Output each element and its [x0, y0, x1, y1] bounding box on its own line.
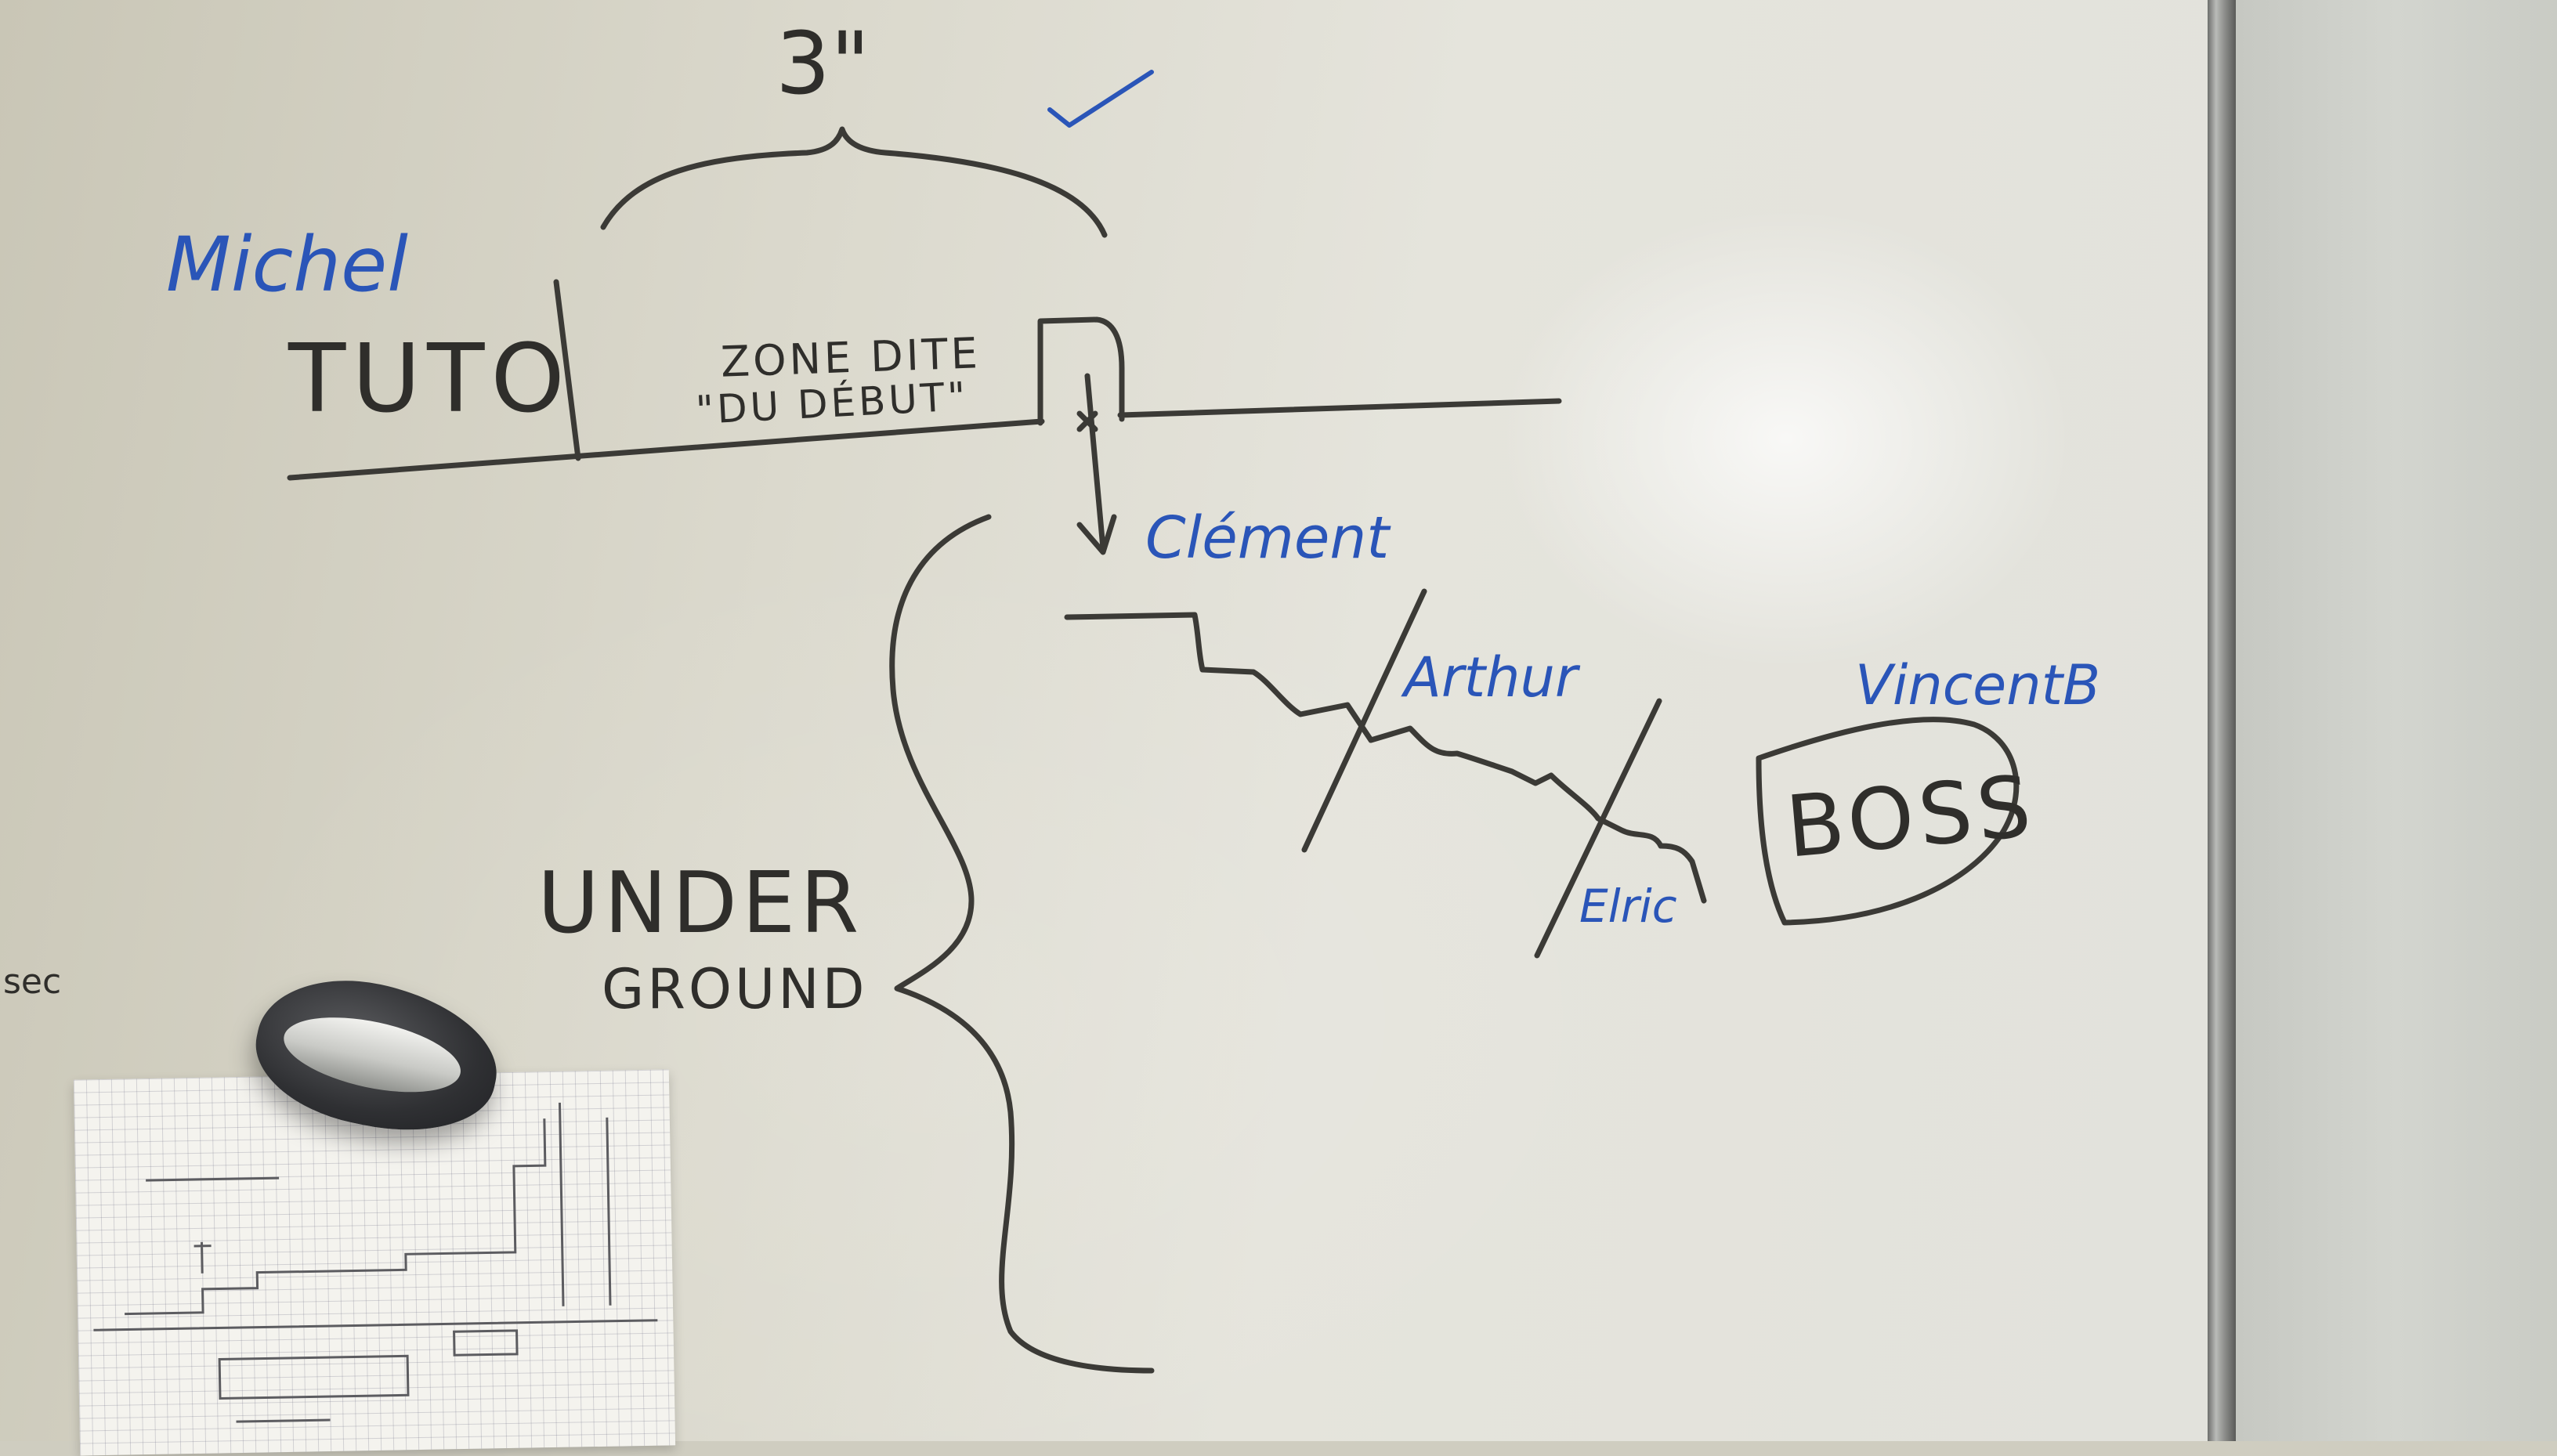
- ground-line: [287, 398, 1562, 481]
- section-divider-2: [1534, 698, 1662, 959]
- underground-label-line1: UNDER: [537, 854, 864, 952]
- underground-label-line2: GROUND: [602, 957, 868, 1021]
- down-arrow-icon: [1076, 373, 1117, 555]
- underground-brace: [889, 514, 1155, 1374]
- whiteboard-frame: [2208, 0, 2236, 1441]
- wall: [2236, 0, 2557, 1441]
- author-vincent: VincentB: [1855, 653, 2101, 717]
- checkmark-icon: [1047, 70, 1154, 128]
- magnet-highlight: [277, 1003, 468, 1106]
- tuto-separator: [553, 279, 581, 461]
- author-elric: Elric: [1579, 880, 1677, 933]
- duration-brace: [600, 126, 1108, 238]
- tuto-label: TUTO: [288, 325, 571, 434]
- duration-label: 3": [776, 13, 870, 114]
- boss-area: [1756, 717, 2020, 926]
- section-divider-1: [1301, 588, 1427, 853]
- author-clement: Clément: [1145, 504, 1390, 572]
- edge-note: sec: [3, 962, 62, 1002]
- paper-level-drawing: [93, 1102, 658, 1423]
- entrance-door: [1037, 316, 1125, 426]
- author-michel: Michel: [166, 221, 408, 309]
- graph-paper-sketch: [73, 1069, 676, 1456]
- level-path: [1064, 612, 1707, 904]
- boss-label: BOSS: [1782, 757, 2040, 877]
- author-arthur: Arthur: [1404, 645, 1578, 710]
